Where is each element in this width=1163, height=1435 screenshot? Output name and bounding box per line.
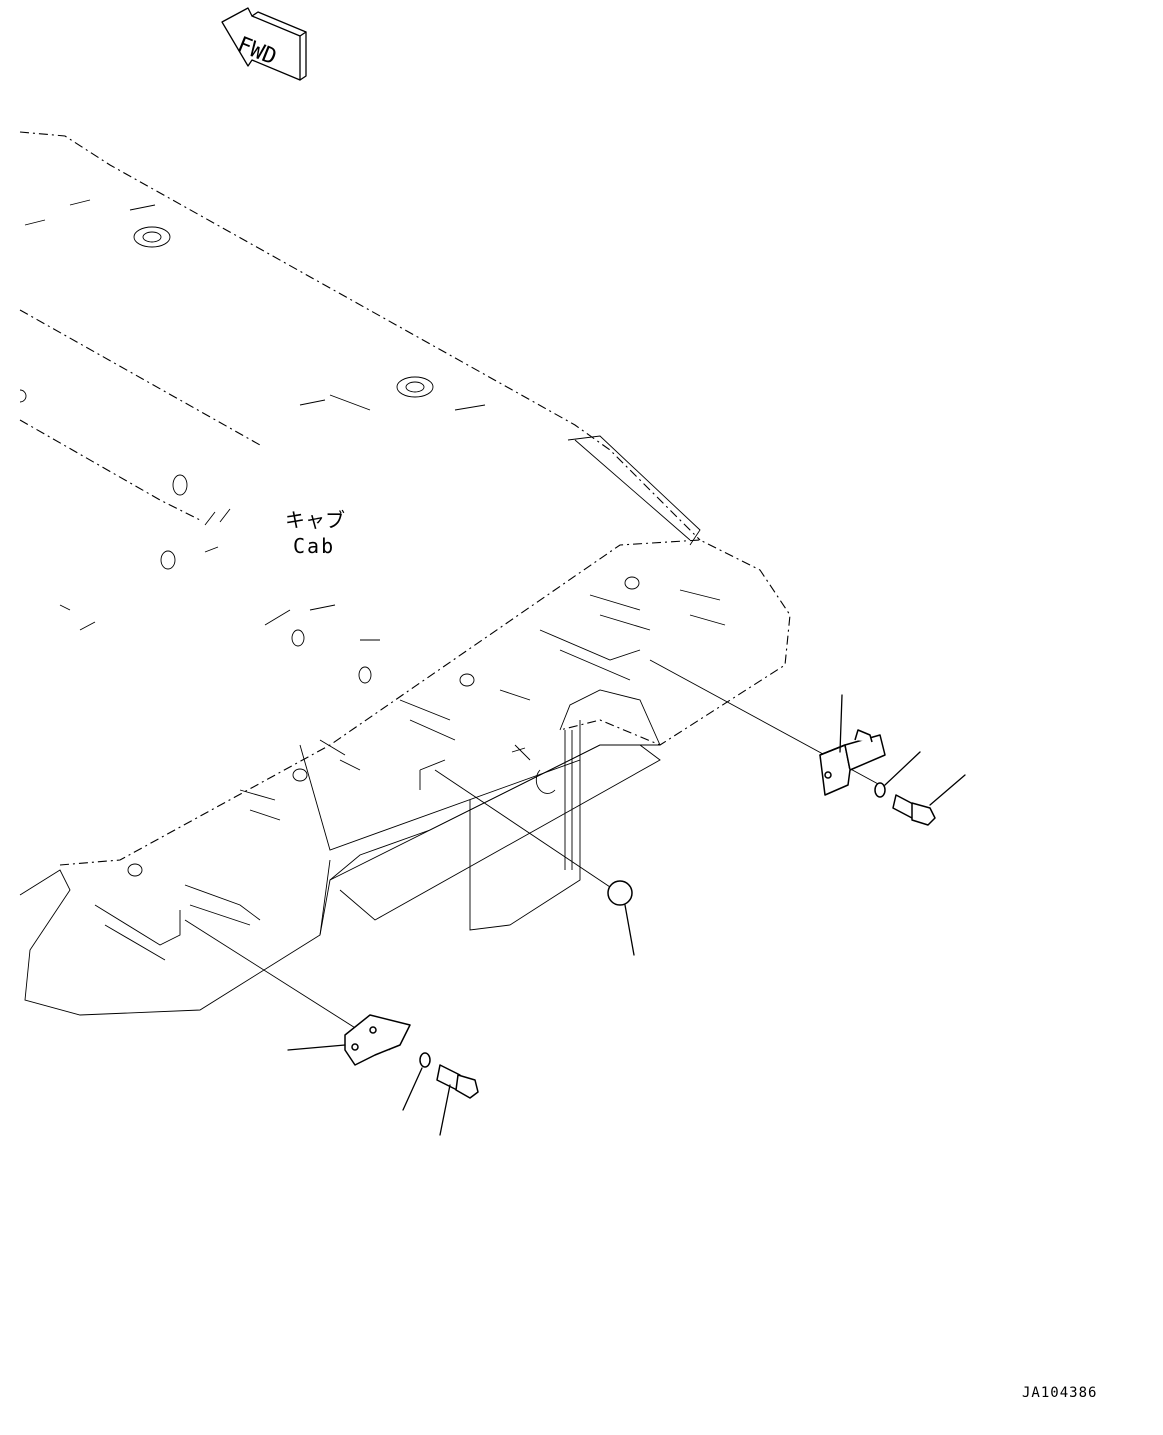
fwd-label: FWD — [234, 32, 280, 70]
drawing-code: JA104386 — [1022, 1385, 1097, 1401]
cover-assembly — [19, 539, 791, 1016]
bolt-right — [892, 774, 966, 826]
fwd-arrow: FWD — [221, 7, 307, 81]
bolt-left — [436, 1064, 479, 1136]
washer-right — [874, 751, 921, 798]
bracket-right — [649, 659, 886, 796]
washer-left — [402, 1052, 431, 1111]
grommet — [434, 769, 635, 956]
cab-label-japanese: キャブ — [285, 508, 345, 532]
bracket-left — [184, 919, 411, 1066]
cab-label-english: Cab — [293, 534, 335, 558]
upper-frame-outline — [19, 131, 701, 684]
